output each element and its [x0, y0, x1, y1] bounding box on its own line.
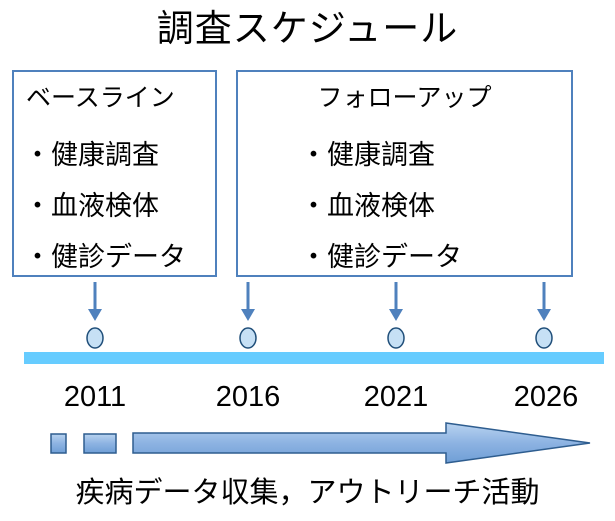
year-label-2026: 2026	[513, 381, 579, 413]
down-arrow-2016	[241, 282, 255, 321]
page-title: 調査スケジュール	[156, 7, 459, 50]
timeline-bar	[24, 352, 604, 364]
followup-item-list: 健康調査 血液検体 健診データ	[300, 130, 462, 283]
activity-band-segment-1	[50, 433, 67, 454]
baseline-item-checkup-data: 健診データ	[24, 232, 186, 283]
baseline-item-health-survey: 健康調査	[24, 130, 186, 181]
activity-band-segment-2	[83, 433, 117, 454]
year-label-2021: 2021	[363, 381, 429, 413]
timeline-marker-2016	[239, 327, 257, 349]
timeline-marker-2026	[535, 327, 553, 349]
baseline-item-blood-sample: 血液検体	[24, 181, 186, 232]
baseline-heading: ベースライン	[26, 83, 175, 112]
down-arrow-2021	[389, 282, 403, 321]
year-label-2011: 2011	[63, 381, 127, 413]
timeline-marker-2021	[387, 327, 405, 349]
followup-item-blood-sample: 血液検体	[300, 181, 462, 232]
followup-item-checkup-data: 健診データ	[300, 232, 462, 283]
followup-box: フォローアップ 健康調査 血液検体 健診データ	[236, 70, 573, 277]
baseline-item-list: 健康調査 血液検体 健診データ	[24, 130, 186, 283]
down-arrow-2026	[537, 282, 551, 321]
timeline-marker-2011	[86, 327, 104, 349]
baseline-box: ベースライン 健康調査 血液検体 健診データ	[12, 70, 217, 277]
down-arrow-2011	[88, 282, 102, 321]
followup-item-health-survey: 健康調査	[300, 130, 462, 181]
activity-band-arrow	[132, 422, 591, 464]
year-label-2016: 2016	[215, 381, 281, 413]
activity-caption: 疾病データ収集，アウトリーチ活動	[75, 475, 540, 509]
followup-heading: フォローアップ	[317, 83, 492, 112]
